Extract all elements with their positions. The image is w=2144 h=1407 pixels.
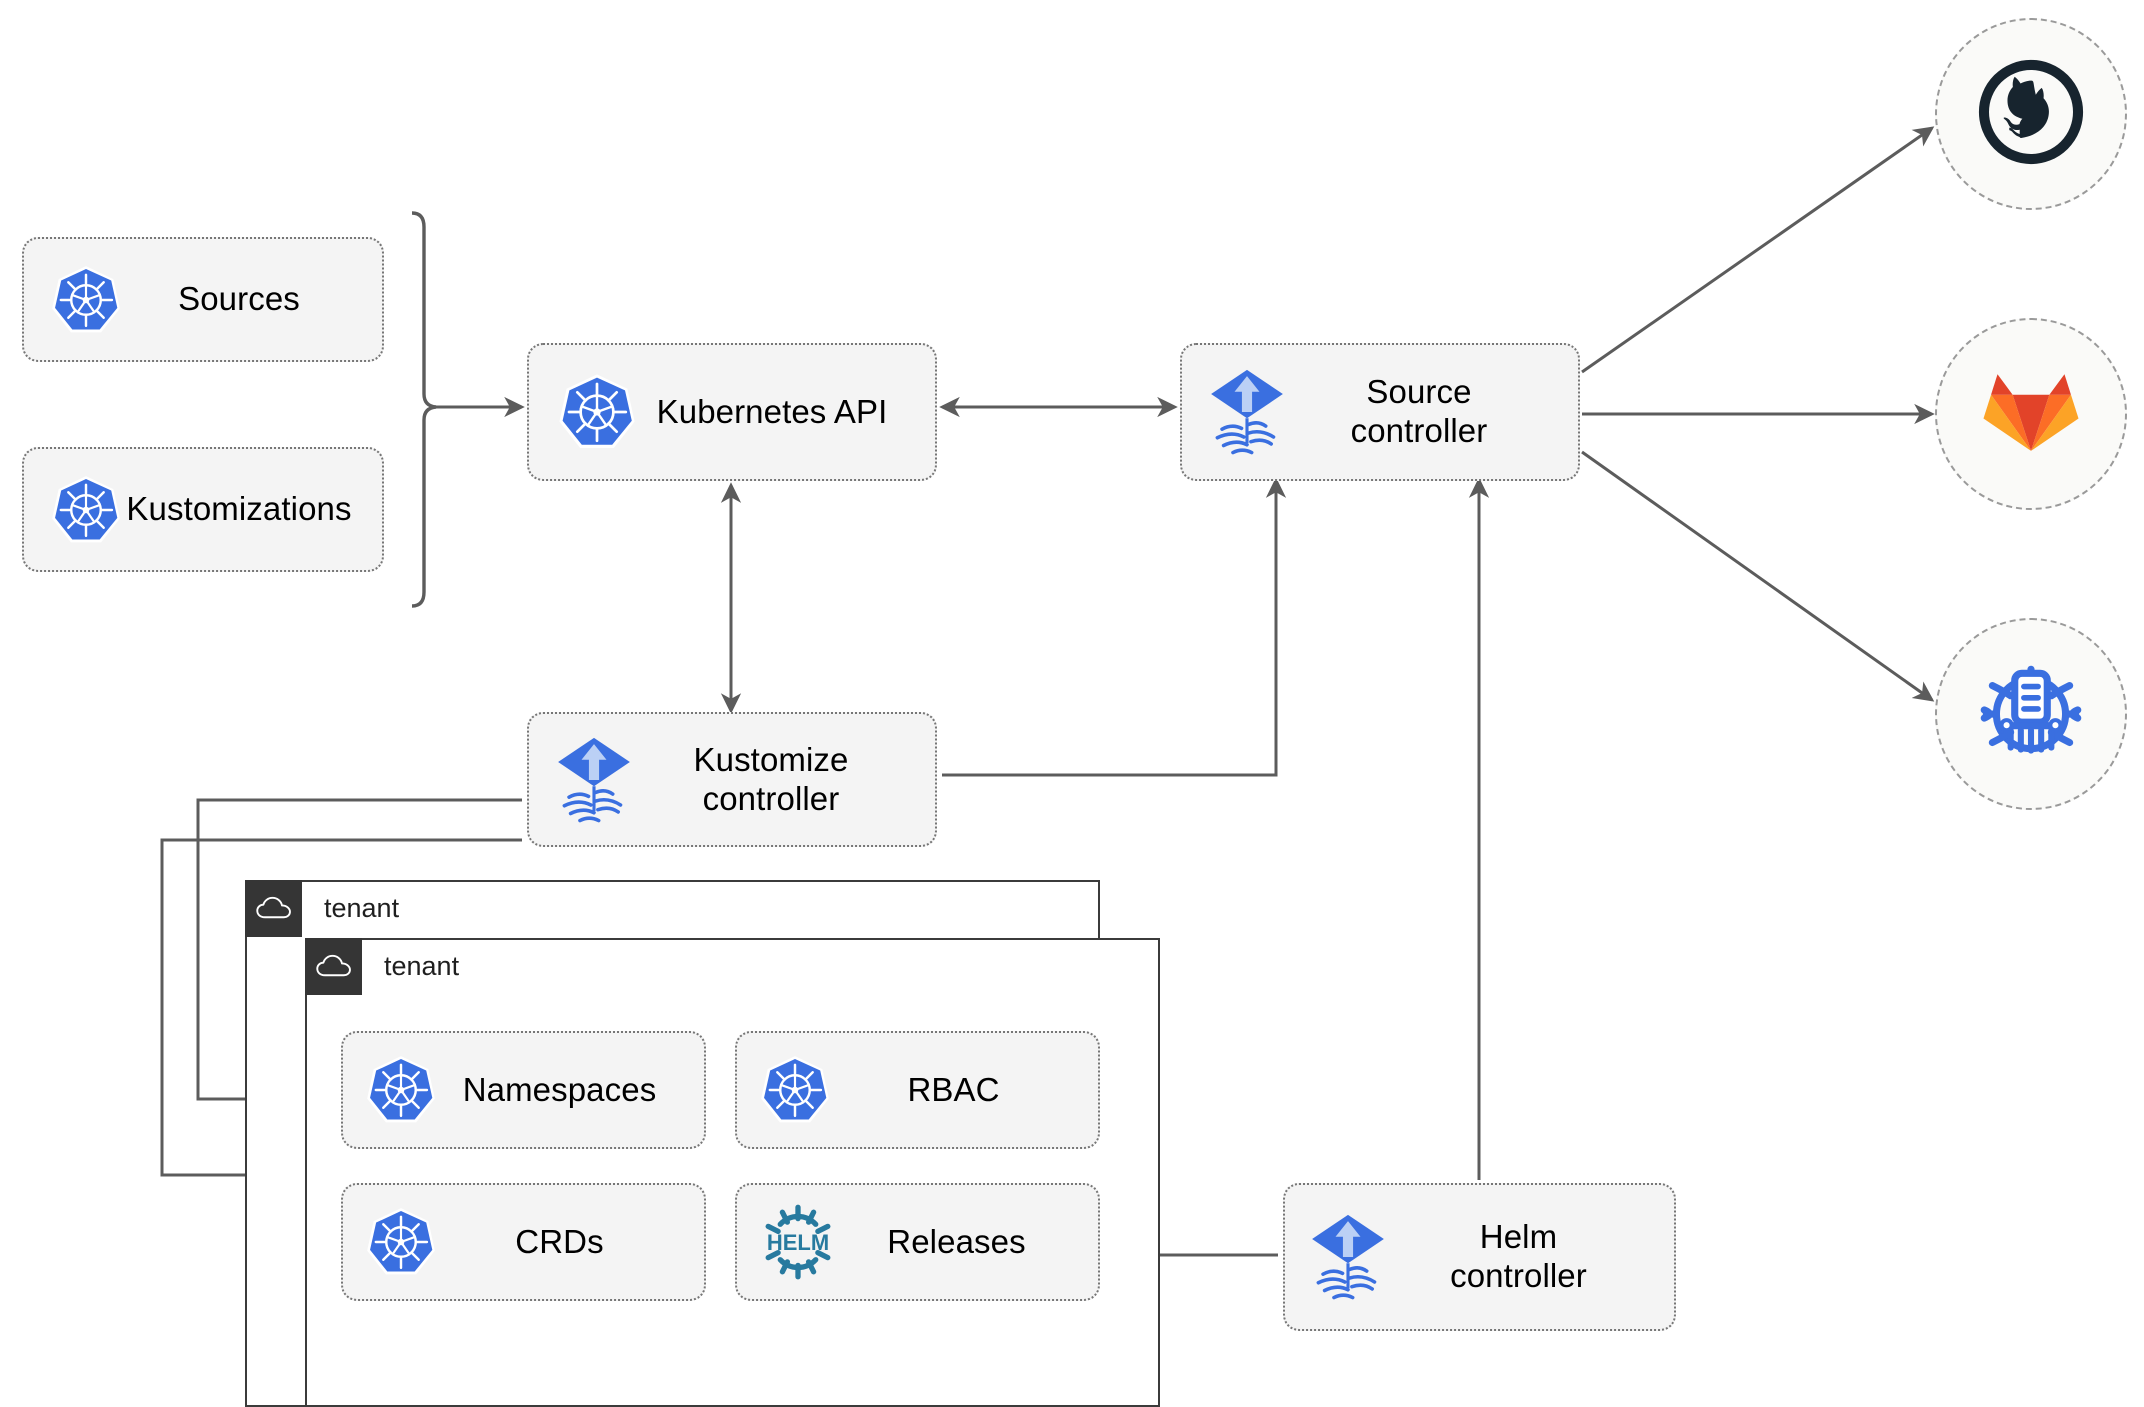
node-sources[interactable]: Sources (22, 237, 384, 362)
node-crds[interactable]: CRDs (341, 1183, 706, 1301)
node-helm-controller-label: Helm controller (1450, 1218, 1587, 1294)
wire-kustomize-controller-to-tenant-1 (160, 838, 522, 1186)
github-icon (1975, 56, 2087, 173)
tenant-label-1: tenant (324, 893, 400, 923)
flux-icon (1208, 368, 1286, 456)
provider-gitlab[interactable] (1935, 318, 2127, 510)
node-kustomize-controller[interactable]: Kustomize controller (527, 712, 937, 847)
node-kustomizations[interactable]: Kustomizations (22, 447, 384, 572)
wire-source-controller-to-github (1581, 126, 1935, 374)
kubernetes-icon (759, 1054, 831, 1126)
node-kustomize-controller-label: Kustomize controller (693, 740, 849, 817)
node-rbac-label: RBAC (907, 1070, 1000, 1108)
grouping-brace (411, 211, 437, 608)
helm-repository-icon (1970, 651, 2092, 778)
cloud-icon (245, 880, 302, 937)
node-kubernetes-api-label: Kubernetes API (656, 392, 888, 430)
wire-source-controller-to-helm-repository (1581, 450, 1935, 702)
helm-icon (759, 1203, 837, 1281)
node-crds-label: CRDs (515, 1222, 604, 1260)
wire-kustomize-controller-to-source-controller (942, 477, 1287, 777)
provider-github[interactable] (1935, 18, 2127, 210)
cloud-icon (305, 938, 362, 995)
gitlab-icon (1977, 358, 2085, 471)
node-releases[interactable]: Releases (735, 1183, 1100, 1301)
node-kustomizations-label: Kustomizations (126, 490, 352, 528)
kubernetes-icon (365, 1206, 437, 1278)
tenant-label-2: tenant (384, 951, 460, 981)
node-source-controller[interactable]: Source controller (1180, 343, 1580, 481)
kubernetes-icon (365, 1054, 437, 1126)
tenant-titlebar-2: tenant (305, 938, 1160, 995)
provider-helm-charts[interactable] (1935, 618, 2127, 810)
node-sources-label: Sources (178, 280, 300, 318)
flux-icon (1309, 1213, 1387, 1301)
node-helm-controller[interactable]: Helm controller (1283, 1183, 1676, 1331)
node-kubernetes-api[interactable]: Kubernetes API (527, 343, 937, 481)
node-releases-label: Releases (887, 1222, 1026, 1260)
node-namespaces[interactable]: Namespaces (341, 1031, 706, 1149)
node-namespaces-label: Namespaces (462, 1070, 657, 1108)
kubernetes-icon (50, 264, 122, 336)
node-source-controller-label: Source controller (1350, 373, 1488, 449)
tenant-titlebar-1: tenant (245, 880, 1100, 937)
flux-icon (555, 736, 633, 824)
node-rbac[interactable]: RBAC (735, 1031, 1100, 1149)
kubernetes-icon (50, 474, 122, 546)
kubernetes-icon (557, 372, 637, 452)
tenant-window-2[interactable] (305, 938, 1160, 1407)
